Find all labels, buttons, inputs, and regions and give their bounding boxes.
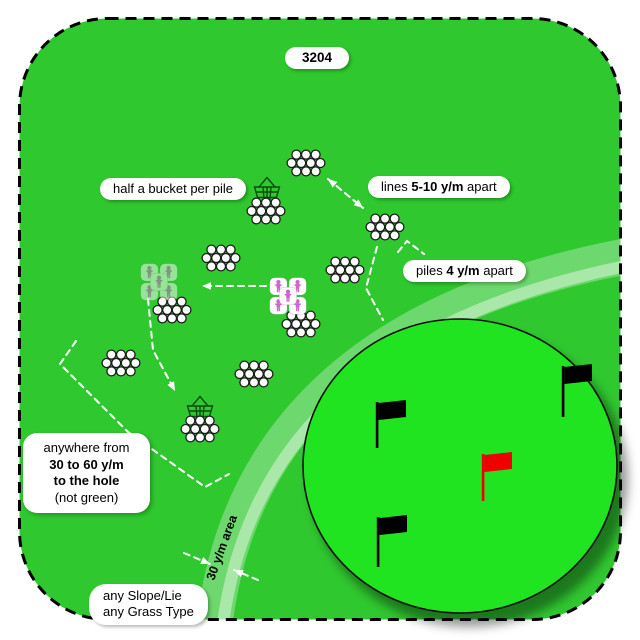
ball-pile <box>152 296 192 324</box>
distance-note-line1: anywhere from <box>43 440 130 455</box>
ball-pile <box>281 310 321 338</box>
line-spacing-bold: 5-10 y/m <box>411 179 464 194</box>
black-hole-flag-icon <box>561 364 592 417</box>
line-spacing-label: lines 5-10 y/m apart <box>368 176 510 198</box>
ball-pile <box>101 349 141 377</box>
bucket-note-label: half a bucket per pile <box>100 178 246 200</box>
line-spacing-arrow <box>327 178 364 209</box>
surface-note-label: any Slope/Lie any Grass Type <box>89 584 208 625</box>
ball-pile <box>286 149 326 177</box>
ball-pile <box>365 213 405 241</box>
pile-spacing-pre: piles <box>416 263 447 278</box>
field-dashed-border <box>18 17 622 621</box>
surface-note-line2: any Grass Type <box>103 604 194 619</box>
ball-pile <box>325 256 365 284</box>
person-icon <box>294 280 301 293</box>
player-station-cluster <box>140 263 178 301</box>
pile-gap-caret <box>397 239 425 255</box>
black-hole-flag-icon <box>376 515 407 567</box>
ball-pile <box>201 244 241 272</box>
band-width-arrow-left <box>183 552 211 565</box>
pile-spacing-post: apart <box>479 263 513 278</box>
line-spacing-post: apart <box>463 179 497 194</box>
distance-note-line4: (not green) <box>54 489 119 505</box>
drill-number-text: 3204 <box>302 50 333 65</box>
station-to-bucket-path <box>147 298 176 392</box>
putting-green <box>302 318 618 614</box>
person-icon <box>146 285 153 298</box>
person-icon <box>275 280 282 293</box>
ball-pile <box>234 360 274 388</box>
line-spacing-pre: lines <box>381 179 412 194</box>
band-width-arrow-right <box>233 569 259 581</box>
red-hole-flag-icon <box>481 452 512 501</box>
person-icon <box>284 289 292 302</box>
black-hole-flag-icon <box>375 400 406 448</box>
drill-number-badge: 3204 <box>285 47 350 69</box>
bucket-note-text: half a bucket per pile <box>113 181 233 196</box>
pile-spacing-bold: 4 y/m <box>446 263 480 278</box>
ball-pile <box>246 197 286 225</box>
player-station-cluster <box>269 277 307 315</box>
pile-column-path <box>364 246 384 321</box>
walk-path <box>58 340 230 489</box>
distance-note-line3: to the hole <box>53 473 120 488</box>
distance-note-line2: 30 to 60 y/m <box>49 456 124 472</box>
pile-spread-arrow <box>201 282 267 290</box>
person-icon <box>155 275 163 288</box>
surface-note-line1: any Slope/Lie <box>103 588 182 603</box>
pile-spacing-label: piles 4 y/m apart <box>403 260 526 282</box>
distance-note-box: anywhere from 30 to 60 y/m to the hole (… <box>23 433 150 513</box>
ball-pile <box>180 415 220 443</box>
